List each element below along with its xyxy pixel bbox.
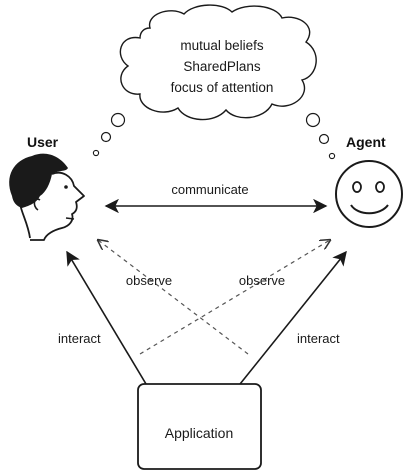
interact-left-label: interact — [58, 331, 101, 346]
observe-edges: observe observe — [98, 240, 330, 355]
thought-cloud-shape — [119, 4, 317, 121]
application-box — [137, 383, 262, 470]
user-label: User — [27, 134, 59, 150]
interact-left-arrow — [66, 250, 159, 406]
agent-label: Agent — [346, 134, 386, 150]
thought-trail-user — [92, 112, 126, 157]
interact-right-arrow — [223, 250, 347, 406]
trail-bubble-agent-large — [305, 112, 321, 128]
thought-line-mutual-beliefs: mutual beliefs — [180, 38, 264, 53]
thought-line-focus-of-attention: focus of attention — [171, 80, 274, 95]
thought-trail-agent — [305, 112, 336, 160]
agent-figure: Agent — [335, 134, 403, 228]
observe-left-label: observe — [126, 273, 172, 288]
trail-bubble-agent-small — [328, 152, 336, 160]
interact-right-label: interact — [297, 331, 340, 346]
smiley-face-icon — [335, 160, 403, 228]
thought-bubble: mutual beliefs SharedPlans focus of atte… — [119, 4, 317, 121]
user-figure: User — [9, 134, 85, 241]
observe-left-arrow — [98, 240, 249, 355]
communicate-edge: communicate — [104, 182, 328, 214]
trail-bubble-user-medium — [100, 131, 112, 143]
observe-right-label: observe — [239, 273, 285, 288]
application-label: Application — [165, 425, 234, 441]
trail-bubble-user-small — [92, 149, 100, 157]
trail-bubble-user-large — [110, 112, 126, 128]
trail-bubble-agent-medium — [318, 133, 330, 145]
interact-edges: interact interact — [58, 250, 347, 406]
communicate-label: communicate — [171, 182, 248, 197]
user-head-icon — [9, 153, 85, 241]
application-node: Application — [137, 383, 262, 470]
thought-line-sharedplans: SharedPlans — [183, 59, 261, 74]
